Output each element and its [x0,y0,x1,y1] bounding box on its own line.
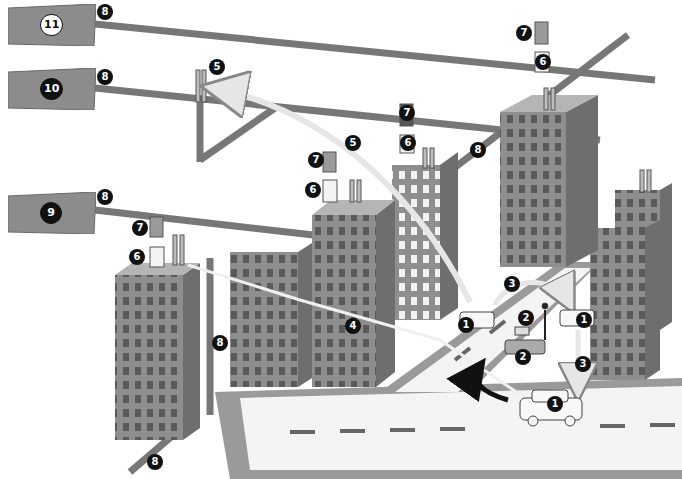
building-roof [500,95,598,112]
callout-number: 7 [516,25,532,41]
antenna [173,235,177,265]
lane-dash [650,423,675,427]
pedestrian-head [542,303,548,309]
box-number: 11 [40,14,63,36]
callout-number: 8 [97,189,113,205]
box-shape [8,68,96,110]
lane-dash [600,424,625,428]
baseband-unit [323,152,336,172]
antenna [647,170,651,192]
callout-number: 7 [308,152,324,168]
callout-number: 8 [97,4,113,20]
callout-number: 3 [504,276,520,292]
callout-number: 6 [129,249,145,265]
building [115,275,183,440]
callout-number: 5 [345,135,361,151]
callout-number: 8 [97,69,113,85]
fronthaul-arrow [212,88,470,302]
antenna [544,88,548,110]
wheel [528,416,538,426]
road [240,386,682,470]
building-side [440,152,458,320]
buildings [115,95,672,440]
radio-unit [323,180,337,202]
pedestrian [544,310,546,340]
callout-number: 4 [345,318,361,334]
building [500,112,566,267]
building-side [645,220,660,380]
baseband-unit [150,217,163,237]
fiber-link [95,24,655,80]
callout-number: 1 [458,317,474,333]
antenna [430,148,434,168]
fiber-link [207,258,214,415]
callout-number: 8 [470,142,486,158]
box-shape [8,192,96,234]
building-side [298,243,312,387]
callout-number: 8 [147,454,163,470]
callout-number: 2 [518,310,534,326]
callout-number: 6 [535,54,551,70]
handover-arrow [476,366,508,400]
antenna [180,235,184,265]
lane-dash [390,428,415,432]
building-side [660,183,672,330]
road-edge [215,378,682,479]
building-side [183,263,200,440]
callout-number: 6 [400,135,416,151]
box-shape [8,4,96,46]
fiber-link [197,100,204,162]
callout-number: 1 [547,396,563,412]
antenna [640,170,644,192]
box-number: 9 [40,202,62,224]
network-box: 9 [8,192,96,234]
box-number: 10 [40,78,63,100]
callout-number: 3 [575,356,591,372]
antenna [202,70,206,102]
callout-number: 6 [305,182,321,198]
callout-number: 5 [209,59,225,75]
building [312,215,376,387]
callout-number: 1 [576,312,592,328]
radio-links [188,88,578,400]
callout-number: 7 [399,105,415,121]
baseband-unit [535,22,548,44]
radio-unit [150,247,164,267]
antenna [357,180,361,202]
network-box: 11 [8,4,96,46]
building [230,252,298,387]
building [590,228,645,380]
antenna [350,180,354,202]
antenna [423,148,427,168]
fiber-link [200,108,275,160]
callout-number: 8 [212,335,228,351]
rooftop-equipment [150,22,651,267]
callout-number: 2 [515,349,531,365]
callout-number: 7 [132,220,148,236]
lane-dash [290,430,315,434]
building-side [376,200,395,387]
lane-dash [340,429,365,433]
stroller [515,327,529,335]
wheel [565,416,575,426]
user-equipment [460,303,594,426]
antenna [196,70,200,102]
lane-dash [440,427,465,431]
building-side [566,95,598,267]
network-box: 10 [8,68,96,110]
fiber-link [95,210,340,238]
antenna [551,88,555,110]
